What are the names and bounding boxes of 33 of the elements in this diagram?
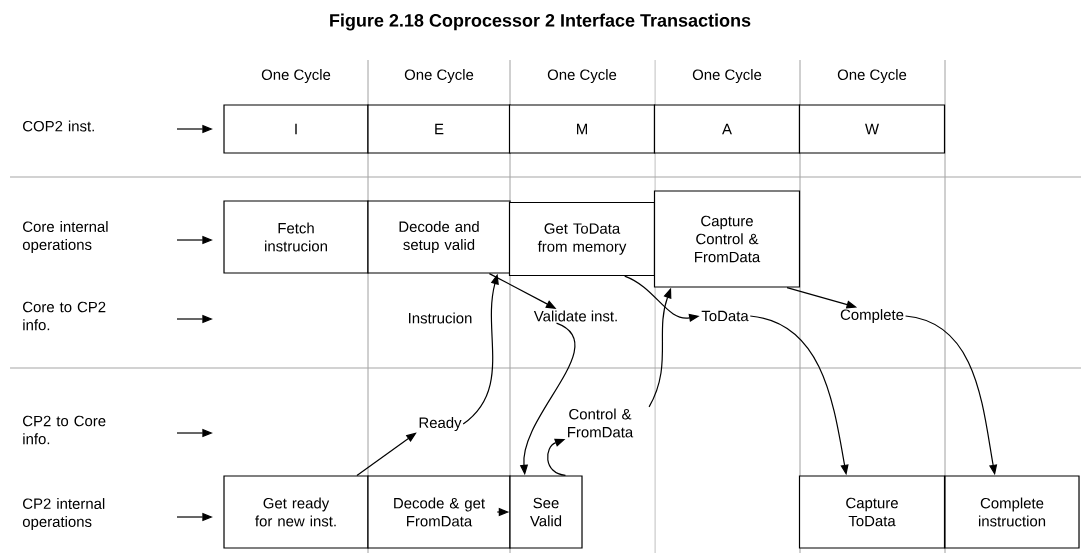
process-box: M xyxy=(508,104,656,154)
signal-label: Validate inst. xyxy=(533,310,617,322)
row-label: COP2 inst. xyxy=(23,120,94,132)
process-box: Decode & get FromData xyxy=(367,475,511,549)
arrow xyxy=(547,438,567,476)
signal-label: Ready xyxy=(419,417,462,431)
process-box: Capture Control & FromData xyxy=(653,190,801,288)
process-box: Get ToData from memory xyxy=(508,201,656,277)
process-box: Complete instruction xyxy=(944,475,1080,549)
column-label: One Cycle xyxy=(547,69,617,83)
signal-label: Complete xyxy=(840,309,904,323)
row-label: Core to CP2 info. xyxy=(23,301,106,331)
process-box: E xyxy=(367,104,511,154)
process-box: A xyxy=(653,104,801,154)
row-label: Core internal operations xyxy=(22,221,108,253)
row-label: CP2 internal operations xyxy=(22,498,105,530)
arrow xyxy=(356,432,417,476)
column-label: One Cycle xyxy=(404,69,474,83)
process-box: Capture ToData xyxy=(798,475,946,549)
process-box: Decode and setup valid xyxy=(367,200,511,274)
column-label: One Cycle xyxy=(837,69,907,83)
process-box: Fetch instrucion xyxy=(223,200,369,274)
column-label: Instrucion xyxy=(409,312,472,324)
process-box: Get ready for new inst. xyxy=(223,475,369,549)
column-label: One Cycle xyxy=(261,69,331,83)
process-box: I xyxy=(223,104,369,154)
row-label: CP2 to Core info. xyxy=(23,415,106,445)
process-box: See Valid xyxy=(509,475,583,549)
figure-title: Figure 2.18 Coprocessor 2 Interface Transactions xyxy=(330,13,751,31)
column-label: One Cycle xyxy=(692,69,762,83)
signal-label: Control & FromData xyxy=(568,408,634,438)
signal-label: ToData xyxy=(701,310,749,322)
process-box: W xyxy=(798,104,946,154)
